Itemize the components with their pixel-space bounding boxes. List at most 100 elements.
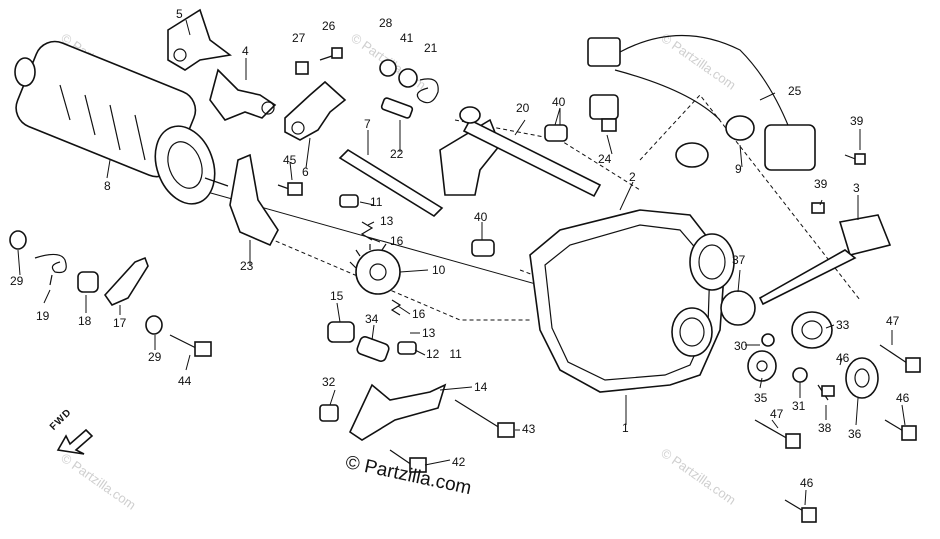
- callout-37: 37: [732, 253, 746, 267]
- callout-40b: 40: [474, 210, 488, 224]
- callout-15: 15: [330, 289, 344, 303]
- spring-16: [390, 299, 402, 316]
- callout-39b: 39: [814, 177, 828, 191]
- callout-16b: 16: [412, 307, 426, 321]
- collar-35: [747, 350, 777, 382]
- callout-9: 9: [735, 162, 742, 176]
- callout-31: 31: [792, 399, 806, 413]
- oil-seal-36: [845, 357, 879, 399]
- watermark: © Partzilla.com: [658, 445, 738, 508]
- callout-2: 2: [629, 170, 636, 184]
- washer-41: [398, 68, 418, 88]
- callout-13b: 13: [422, 326, 436, 340]
- bolt-46b: [784, 499, 817, 523]
- side-cover: [529, 209, 735, 393]
- callout-29b: 29: [148, 350, 162, 364]
- callout-26: 26: [322, 19, 336, 33]
- spring-13: [360, 221, 374, 241]
- callout-18: 18: [78, 314, 92, 328]
- bolt-38: [817, 384, 835, 401]
- callout-47b: 47: [770, 407, 784, 421]
- bolt-39a: [844, 153, 866, 165]
- spring-19: [34, 253, 67, 286]
- callout-20: 20: [516, 101, 530, 115]
- collar-18: [77, 271, 99, 293]
- collar-15: [327, 321, 355, 343]
- bolt-45: [277, 182, 303, 196]
- fwd-arrow-icon: [56, 428, 94, 455]
- shift-fork-4: [209, 68, 277, 121]
- callout-28: 28: [379, 16, 393, 30]
- washer-29b: [145, 315, 163, 335]
- callout-40a: 40: [552, 95, 566, 109]
- bolt-26: [319, 47, 343, 61]
- washer-29a: [9, 230, 27, 250]
- callout-35: 35: [754, 391, 768, 405]
- gearshift-spindle: [439, 106, 602, 198]
- callout-3: 3: [853, 181, 860, 195]
- callout-7: 7: [364, 117, 371, 131]
- spring-21: [416, 78, 439, 104]
- callout-32: 32: [322, 375, 336, 389]
- bolt-39b: [811, 202, 825, 214]
- drum-cam: [349, 243, 401, 295]
- callout-38: 38: [818, 421, 832, 435]
- shift-fork-6: [284, 80, 347, 141]
- leader-lines: [17, 19, 906, 506]
- callout-36: 36: [848, 427, 862, 441]
- callout-24: 24: [598, 152, 612, 166]
- wire-harness: [587, 34, 816, 171]
- pin-22: [380, 97, 414, 119]
- callout-25: 25: [788, 84, 802, 98]
- callout-19: 19: [36, 309, 50, 323]
- sensor-9: [675, 115, 755, 168]
- callout-16a: 16: [390, 234, 404, 248]
- callout-30: 30: [734, 339, 748, 353]
- watermark: © Partzilla.com: [58, 450, 138, 513]
- callout-11a: 11: [370, 195, 383, 209]
- callout-33: 33: [836, 318, 850, 332]
- oil-filler-cap: [758, 214, 892, 306]
- callout-46b: 46: [896, 391, 910, 405]
- shift-fork-5: [167, 8, 232, 71]
- callout-14: 14: [474, 380, 488, 394]
- callout-43: 43: [522, 422, 536, 436]
- callout-1: 1: [622, 421, 629, 435]
- callout-34: 34: [365, 312, 379, 326]
- callout-6: 6: [302, 165, 309, 179]
- collar-40a: [544, 124, 568, 142]
- bolt-47a: [879, 344, 921, 373]
- callout-5: 5: [176, 7, 183, 21]
- callout-46a: 46: [836, 351, 850, 365]
- callout-45: 45: [283, 153, 297, 167]
- gearshift-drum: [14, 40, 229, 205]
- callout-22: 22: [390, 147, 404, 161]
- washer-28: [379, 59, 397, 77]
- bolt-44: [169, 334, 212, 357]
- callout-39a: 39: [850, 114, 864, 128]
- bolt-46a: [884, 419, 917, 441]
- collar-34: [356, 336, 390, 362]
- callout-23: 23: [240, 259, 254, 273]
- callout-41: 41: [400, 31, 414, 45]
- washer-30: [761, 333, 775, 347]
- callout-27: 27: [292, 31, 306, 45]
- stopper-plate: [229, 153, 279, 247]
- callout-44: 44: [178, 374, 192, 388]
- callout-21: 21: [424, 41, 438, 55]
- callout-17: 17: [113, 316, 127, 330]
- callout-29a: 29: [10, 274, 24, 288]
- pin-11: [339, 194, 359, 208]
- callout-42: 42: [452, 455, 466, 469]
- callout-13a: 13: [380, 214, 394, 228]
- pin-12: [397, 341, 417, 355]
- plate-14: [348, 383, 447, 441]
- callout-labels: 5 4 6 7 8 28 26 27 41 21 22 20 40 24 25 …: [10, 7, 910, 490]
- fork-shaft: [338, 148, 444, 218]
- bolt-47b: [754, 419, 801, 449]
- bolt-27: [295, 61, 309, 75]
- collar-32: [319, 404, 339, 422]
- callout-8: 8: [104, 179, 111, 193]
